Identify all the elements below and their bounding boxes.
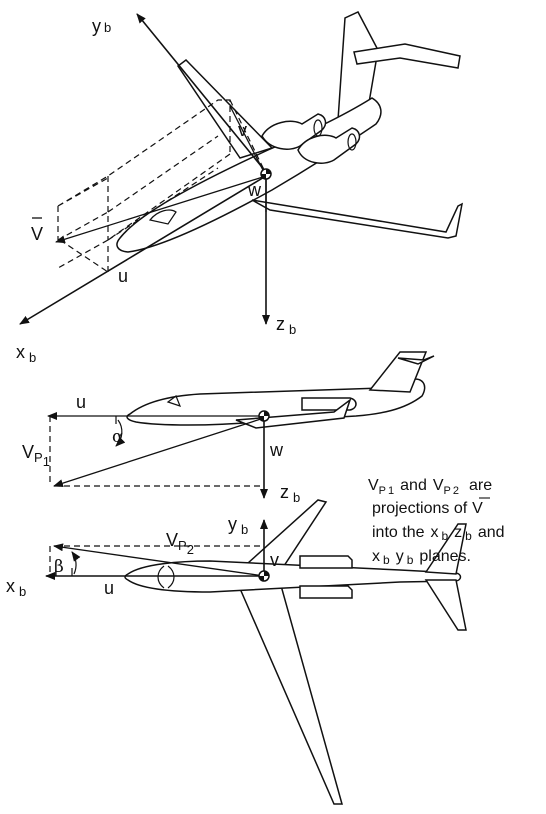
top-canopy (157, 565, 175, 589)
iso-engine-upper (261, 113, 327, 150)
iso-engine-inlet-lower (347, 133, 357, 151)
svg-text:V: V (31, 224, 43, 244)
iso-wing-near (251, 199, 464, 239)
side-vp1-vector (53, 417, 265, 488)
side-windshield (166, 395, 182, 407)
iso-w-label: w (247, 180, 262, 200)
iso-u-label: u (118, 266, 128, 286)
side-cg-symbol (258, 410, 270, 422)
iso-engine-inlet-upper (313, 119, 323, 137)
side-vp1-label: VP1 (22, 442, 50, 469)
side-fuselage (126, 378, 426, 426)
iso-v-label: v (238, 120, 247, 140)
top-htail-upper (424, 523, 467, 575)
iso-cockpit-window (148, 209, 177, 225)
iso-horizontal-tail (353, 43, 461, 69)
top-cg-symbol (258, 570, 270, 582)
iso-cg-symbol (260, 168, 272, 180)
top-engine-upper (299, 555, 353, 569)
iso-velocity-vector (55, 175, 267, 244)
top-v-label: v (270, 550, 279, 570)
iso-velocity-label: V (31, 217, 43, 244)
side-alpha-arc (115, 419, 126, 447)
iso-projection-box (57, 99, 269, 273)
top-engine-lower (299, 585, 353, 599)
iso-xb-axis (19, 175, 267, 325)
top-vp2-label: VP2 (166, 530, 194, 557)
top-vp2-vector (53, 543, 265, 577)
top-wing-lower (236, 581, 343, 805)
side-u-label: u (76, 392, 86, 412)
iso-yb-axis (136, 13, 267, 173)
side-w-label: w (269, 440, 284, 460)
top-u-label: u (104, 578, 114, 598)
side-alpha-label: α (112, 427, 124, 447)
side-horizontal-tail (397, 355, 435, 365)
top-beta-arc (71, 551, 81, 575)
top-beta-label: β (54, 557, 64, 577)
iso-fuselage (116, 97, 382, 253)
top-htail-lower (424, 579, 467, 631)
iso-wing-far (176, 59, 274, 159)
